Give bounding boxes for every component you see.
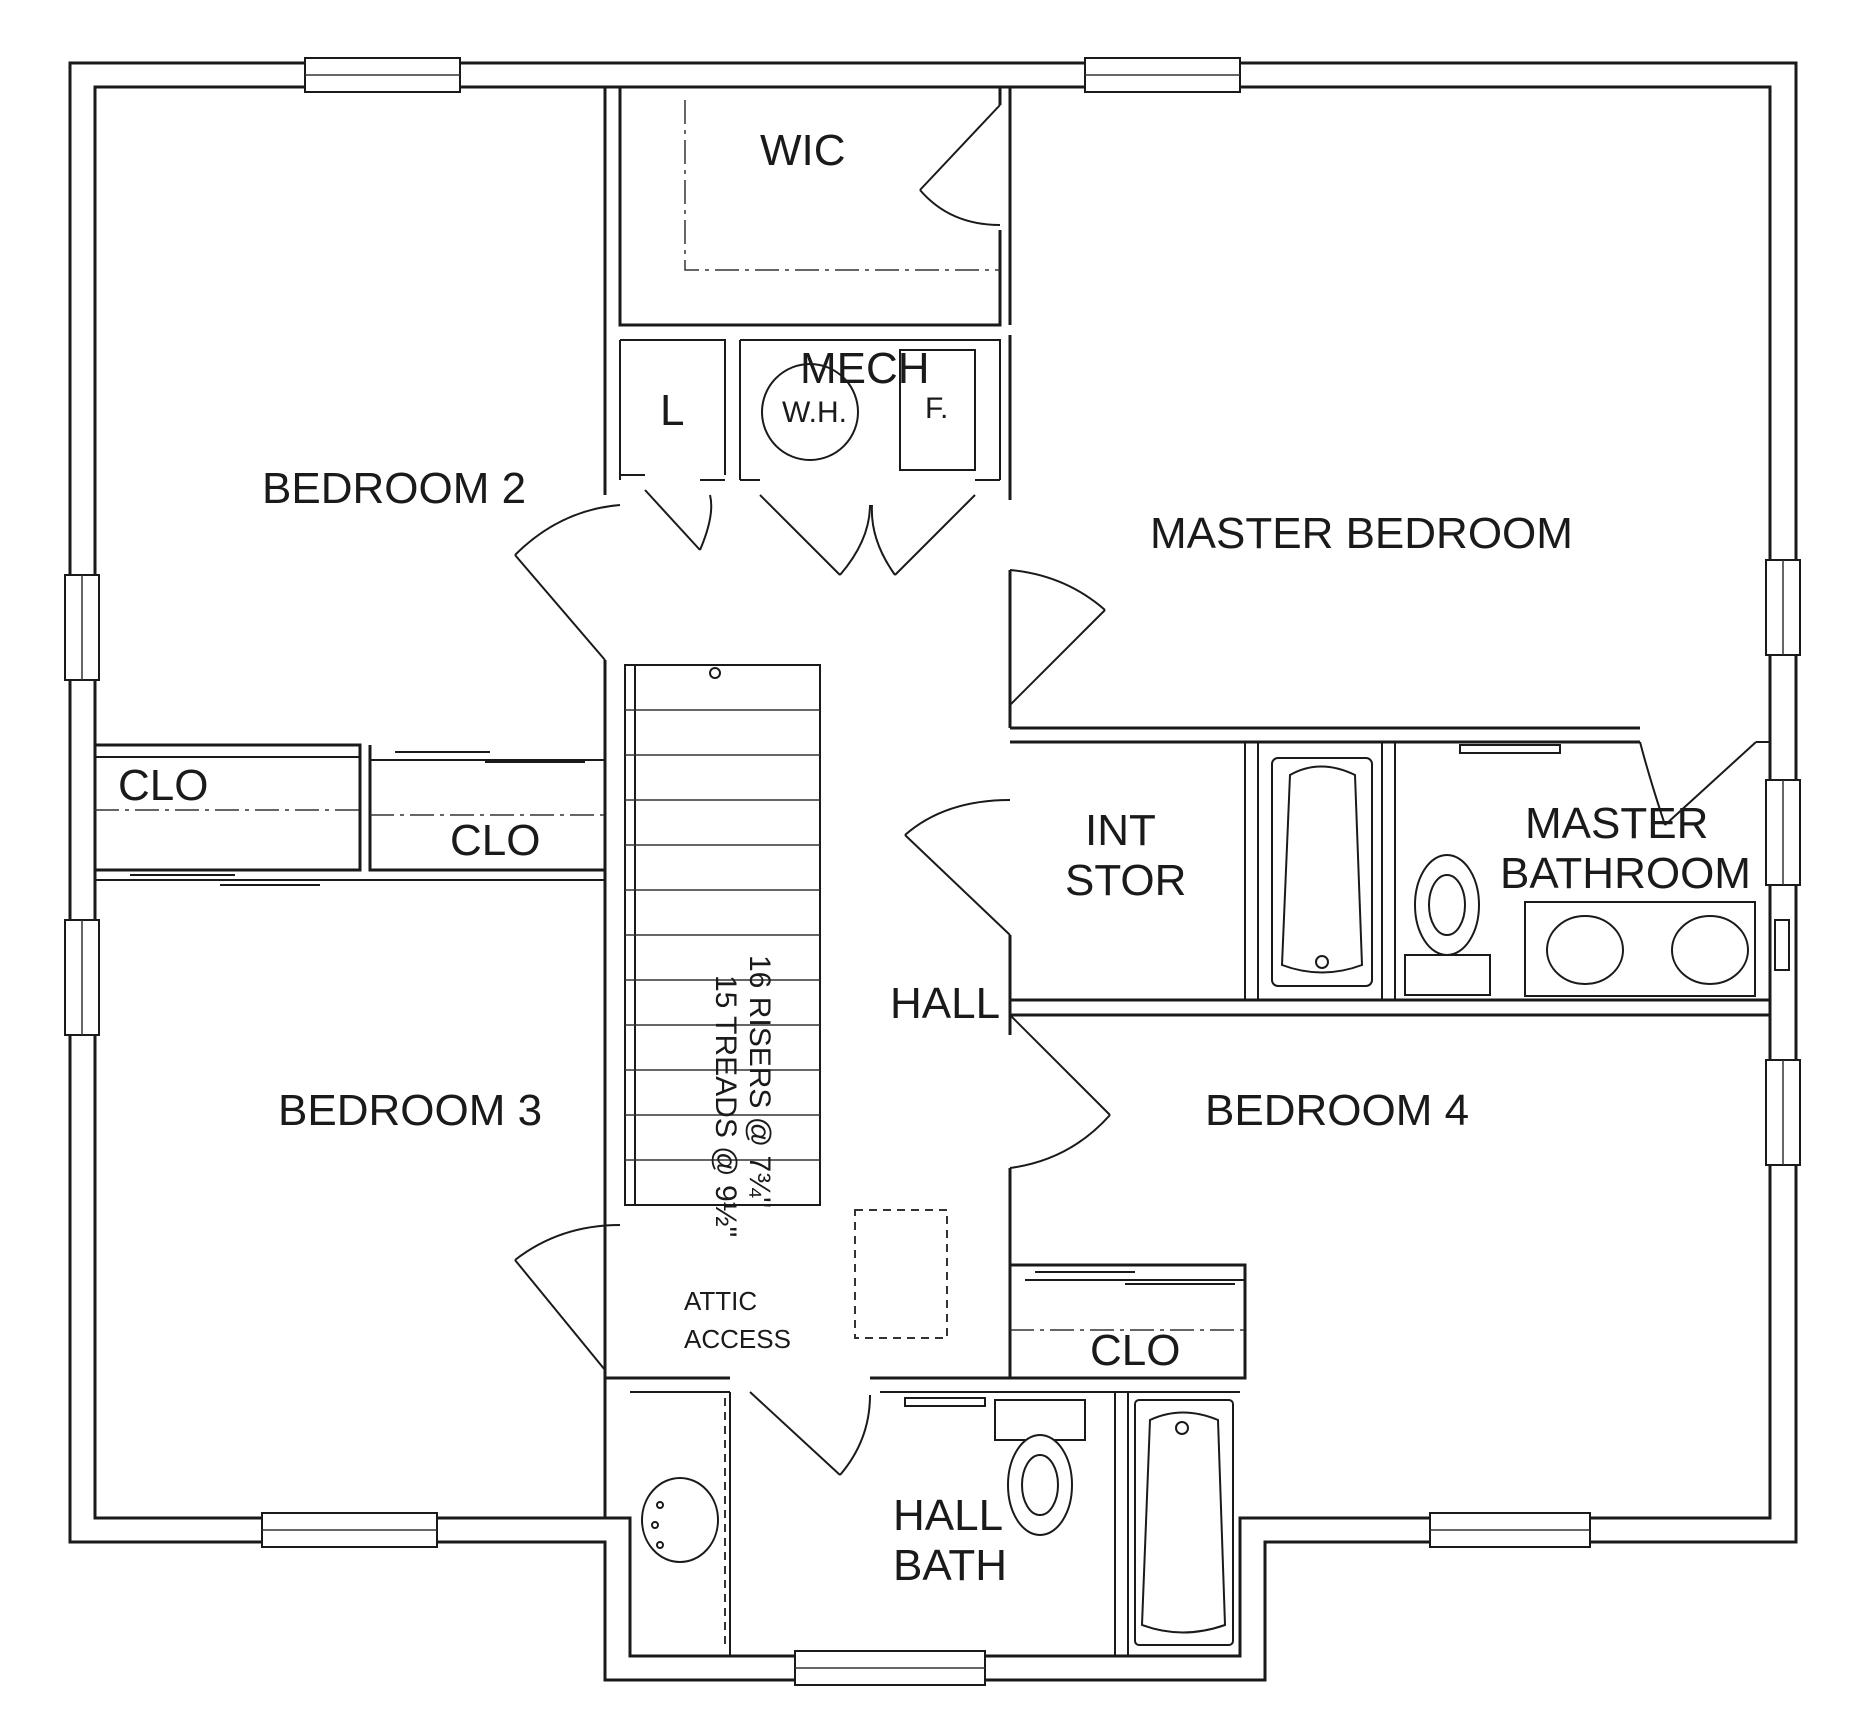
master-towel-bar (1459, 744, 1561, 754)
fixtures (641, 349, 1790, 1650)
water-heater-label: W.H. (782, 396, 847, 429)
master-vanity (1524, 901, 1790, 997)
master-bathtub (1271, 757, 1373, 987)
attic-hatch (854, 1209, 948, 1339)
staircase (624, 664, 821, 1206)
water-heater-symbol (761, 363, 859, 461)
hall-bath-tub (1134, 1399, 1234, 1646)
room-labels: WIC MECH W.H. F. L BEDROOM 2 MASTER BEDR… (118, 126, 1751, 1590)
mech-label: MECH (800, 344, 930, 393)
closet-left-label: CLO (118, 761, 208, 810)
master-toilet (1404, 854, 1491, 996)
doors (130, 104, 1757, 1476)
hall-bath-sink (641, 1398, 726, 1650)
hall-label: HALL (890, 979, 1000, 1028)
master-bathroom-label-2: BATHROOM (1500, 849, 1751, 898)
bedroom-4-label: BEDROOM 4 (1205, 1086, 1469, 1135)
closet-right-label: CLO (1090, 1326, 1180, 1375)
int-stor-label-2: STOR (1065, 856, 1186, 905)
int-stor-label-1: INT (1085, 806, 1156, 855)
windows (64, 57, 1801, 1686)
linen-closet-label: L (660, 386, 684, 435)
furnace-label: F. (925, 392, 948, 425)
stair-risers-label: 16 RISERS @ 7¾" (743, 955, 776, 1208)
closet-center-label: CLO (450, 816, 540, 865)
closet-lines (95, 100, 1245, 1331)
attic-access-label-2: ACCESS (684, 1324, 791, 1354)
hall-bath-toilet (994, 1399, 1086, 1536)
bedroom-3-label: BEDROOM 3 (278, 1086, 542, 1135)
wic-label: WIC (760, 126, 846, 175)
towel-bar (904, 1397, 986, 1407)
hall-bath-label-1: HALL (893, 1491, 1003, 1540)
hall-bath-label-2: BATH (893, 1541, 1007, 1590)
stair-treads-label: 15 TREADS @ 9½" (709, 975, 742, 1237)
bedroom-2-label: BEDROOM 2 (262, 464, 526, 513)
attic-access-label-1: ATTIC (684, 1286, 757, 1316)
furnace-symbol (899, 349, 976, 471)
master-bathroom-label-1: MASTER (1525, 799, 1708, 848)
master-bedroom-label: MASTER BEDROOM (1150, 509, 1573, 558)
interior-walls (95, 87, 1770, 1656)
